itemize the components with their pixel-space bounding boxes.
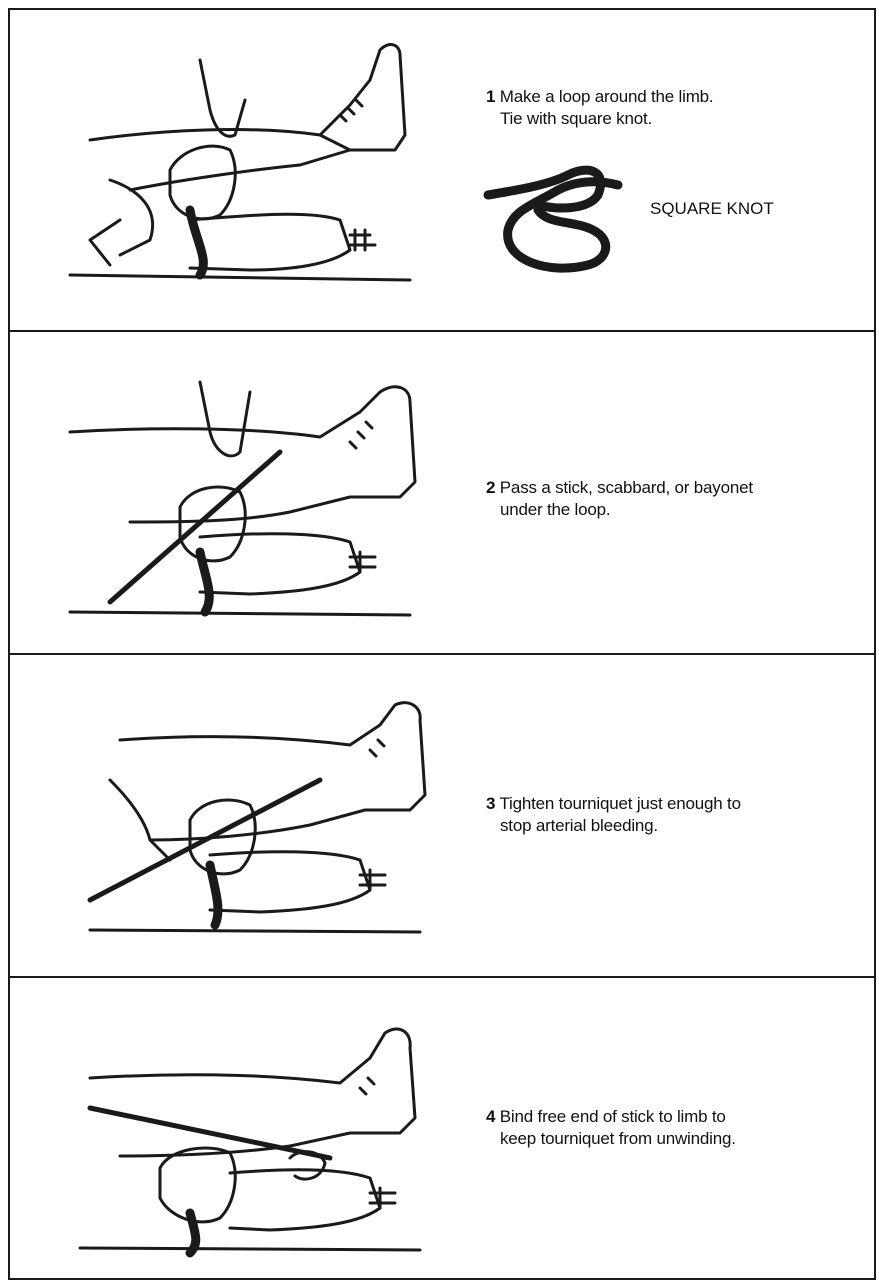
step-panel-3: 3 Tighten tourniquet just enough to stop… [10, 655, 874, 978]
instruction-sheet: 1 Make a loop around the limb. Tie with … [8, 8, 876, 1280]
step-number: 2 [486, 478, 495, 497]
step-1-text: 1 Make a loop around the limb. Tie with … [486, 86, 856, 130]
step-panel-4: 4 Bind free end of stick to limb to keep… [10, 978, 874, 1280]
step-number: 4 [486, 1107, 495, 1126]
step-panel-2: 2 Pass a stick, scabbard, or bayonet und… [10, 332, 874, 655]
step-3-text: 3 Tighten tourniquet just enough to stop… [486, 793, 866, 837]
step-number: 3 [486, 794, 495, 813]
step-line-2: Tie with square knot. [486, 108, 856, 130]
step-line-1: Make a loop around the limb. [500, 87, 714, 106]
step-line-2: keep tourniquet from unwinding. [486, 1128, 866, 1150]
step-panel-1: 1 Make a loop around the limb. Tie with … [10, 10, 874, 332]
square-knot-label: SQUARE KNOT [650, 199, 774, 219]
step-line-1: Tighten tourniquet just enough to [499, 794, 740, 813]
leg-loop-illustration-icon [50, 40, 450, 300]
leg-stick-illustration-icon [50, 372, 450, 632]
step-4-text: 4 Bind free end of stick to limb to keep… [486, 1106, 866, 1150]
step-number: 1 [486, 87, 495, 106]
square-knot-icon [478, 150, 628, 290]
step-2-text: 2 Pass a stick, scabbard, or bayonet und… [486, 477, 866, 521]
step-line-2: stop arterial bleeding. [486, 815, 866, 837]
leg-tighten-illustration-icon [50, 700, 450, 960]
step-line-2: under the loop. [486, 499, 866, 521]
step-line-1: Pass a stick, scabbard, or bayonet [500, 478, 753, 497]
step-line-1: Bind free end of stick to limb to [500, 1107, 726, 1126]
leg-bind-illustration-icon [50, 998, 450, 1258]
